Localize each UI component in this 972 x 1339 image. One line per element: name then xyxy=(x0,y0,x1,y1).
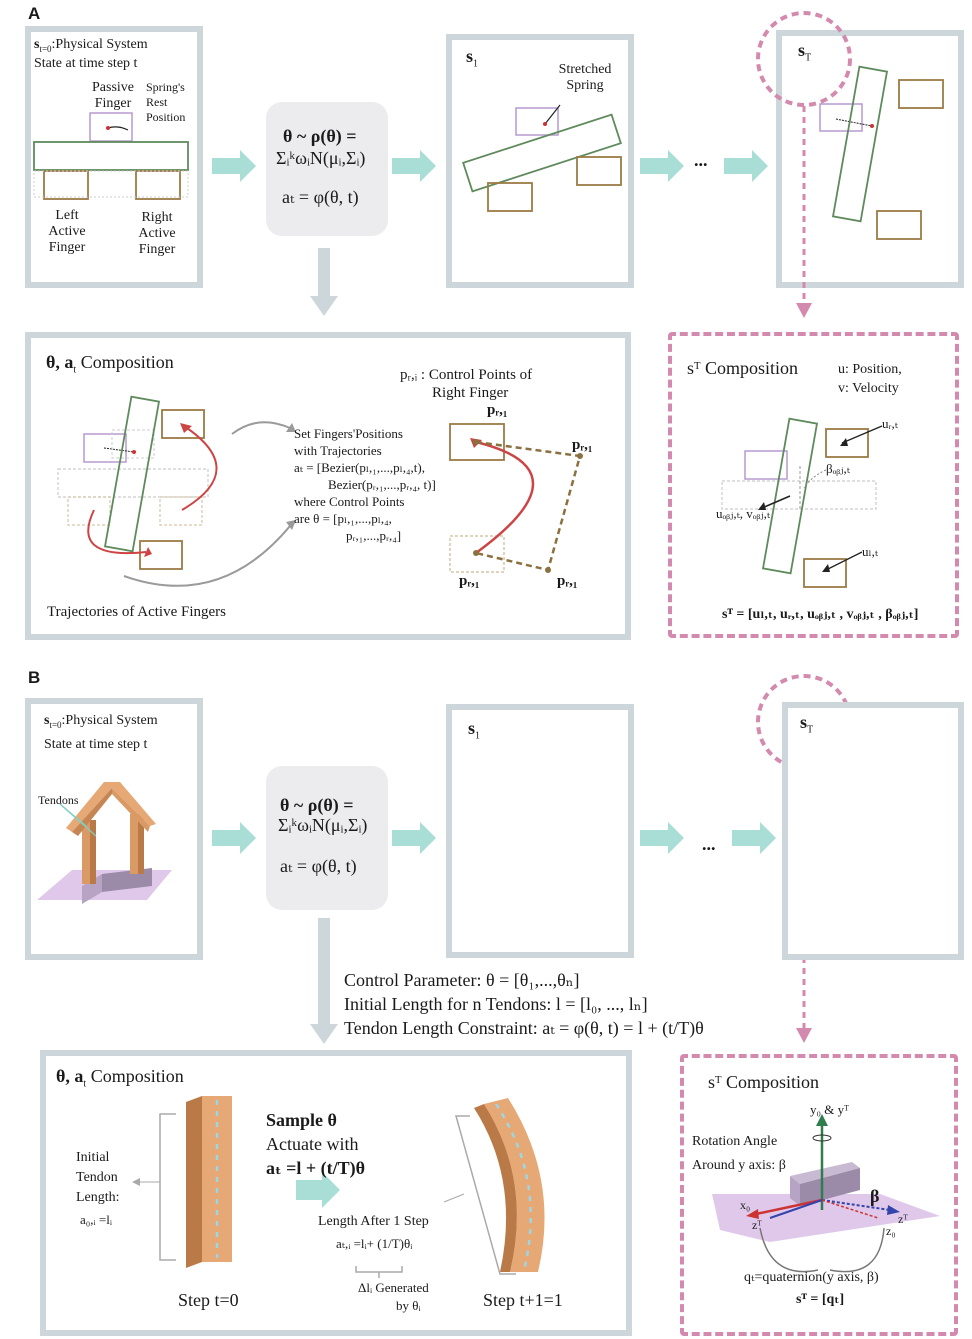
initial-label-1: Initial xyxy=(76,1150,110,1165)
length-after-formula: aₜ,ᵢ =lᵢ+ (1/T)θᵢ xyxy=(336,1236,413,1251)
state-0-panel-a xyxy=(25,26,203,288)
u-r-t-label: uᵣ,ₜ xyxy=(882,416,898,431)
state-1-title-a: s1 xyxy=(466,46,479,70)
state-T-title-a: sT xyxy=(798,40,812,64)
v-legend: v: Velocity xyxy=(838,381,899,396)
passive-finger-label: Passive Finger xyxy=(92,80,134,111)
cp-label-4: pᵣ,₁ xyxy=(557,573,578,589)
sT-composition-title-b: sᵀ Composition xyxy=(708,1072,820,1092)
theta-desc-4: Bezier(pᵣ,₁,...,pᵣ,₄, t)] xyxy=(328,477,436,492)
step-1-label: Step t+1=1 xyxy=(483,1290,563,1310)
state-1-panel-a xyxy=(446,34,634,288)
state-1-title-b: s1 xyxy=(468,718,481,742)
policy-box-b xyxy=(266,766,388,910)
state-T-panel-a xyxy=(776,30,964,288)
ellipsis-b: ... xyxy=(702,834,716,854)
theta-desc-2: with Trajectories xyxy=(294,443,382,458)
right-active-finger-label: Right Active Finger xyxy=(138,210,176,257)
sT-formula-b: sᵀ = [qₜ] xyxy=(796,1292,845,1307)
actuation-formula: aₜ =l + (t/T)θ xyxy=(266,1158,366,1178)
sT-formula-a: sᵀ = [uₗ,ₜ, uᵣ,ₜ, uₒᵦⱼ,ₜ , vₒᵦⱼ,ₜ , βₒᵦⱼ… xyxy=(722,607,919,622)
step-0-label: Step t=0 xyxy=(178,1290,239,1310)
zT-label-left: zᵀ xyxy=(752,1218,762,1232)
spring-rest-label: Spring's Rest Position xyxy=(146,80,186,124)
theta-composition-panel-a xyxy=(25,332,631,640)
x0-label: x₀ xyxy=(740,1198,751,1212)
actuate-with: Actuate with xyxy=(266,1134,359,1154)
beta-obj-label: βₒᵦⱼ,ₜ xyxy=(826,461,850,476)
control-points-title2: Right Finger xyxy=(432,385,509,401)
policy-box-a xyxy=(266,102,388,236)
theta-desc-5: where Control Points xyxy=(294,494,405,509)
tendons-label: Tendons xyxy=(38,793,79,807)
object-bar xyxy=(33,141,189,171)
section-a-label: A xyxy=(28,4,41,23)
rotation-label-1: Rotation Angle xyxy=(692,1134,778,1149)
state-0-title-a: st=0:Physical System xyxy=(34,37,148,54)
policy-a-line2: ΣᵢᵏωᵢN(μᵢ,Σᵢ) xyxy=(276,148,366,168)
stretched-spring-label: Stretched Spring xyxy=(558,62,612,93)
sT-composition-title-a: sᵀ Composition xyxy=(687,358,799,378)
zT-label-right: zᵀ xyxy=(898,1212,908,1226)
rotation-label-2: Around y axis: β xyxy=(692,1158,786,1173)
u-l-t-label: uₗ,ₜ xyxy=(862,544,879,559)
state-0-subtitle-b: State at time step t xyxy=(44,737,148,752)
u-obj-label: uₒᵦⱼ,ₜ, vₒᵦⱼ,ₜ xyxy=(716,506,771,521)
initial-formula: a₀,ᵢ =lᵢ xyxy=(80,1212,112,1227)
policy-a-line1: θ ~ ρ(θ) = xyxy=(283,126,357,146)
state-T-panel-b xyxy=(782,702,964,960)
state-0-panel-b xyxy=(25,698,203,960)
theta-desc-3: aₜ = [Bezier(pₗ,₁,...,pₗ,₄,t), xyxy=(294,460,425,475)
cp-label-1: pᵣ,₁ xyxy=(487,402,508,418)
policy-a-line3: aₜ = φ(θ, t) xyxy=(282,187,359,207)
state-T-title-b: sT xyxy=(800,712,814,736)
cp-label-2: pᵣ,₁ xyxy=(572,437,593,453)
policy-b-line1: θ ~ ρ(θ) = xyxy=(280,795,354,815)
params-line2: Initial Length for n Tendons: l = [l₀, .… xyxy=(344,994,648,1014)
control-points-title: pᵣ,ᵢ : Control Points of xyxy=(400,367,533,383)
theta-composition-title-b: θ, at Composition xyxy=(56,1066,184,1090)
delta-label: Δlᵢ Generated xyxy=(358,1280,429,1295)
theta-composition-title-a: θ, at Composition xyxy=(46,352,174,376)
initial-label-2: Tendon xyxy=(76,1170,118,1185)
sample-theta: Sample θ xyxy=(266,1110,337,1130)
params-line3: Tendon Length Constraint: aₜ = φ(θ, t) =… xyxy=(344,1018,704,1038)
z0-label: z₀ xyxy=(886,1224,896,1238)
section-b-label: B xyxy=(28,668,41,687)
beta-label-b: β xyxy=(870,1186,880,1206)
theta-desc-6: are θ = [pₗ,₁,...,pₗ,₄, xyxy=(294,511,392,526)
params-line1: Control Parameter: θ = [θ₁,...,θₙ] xyxy=(344,970,580,990)
trajectories-label: Trajectories of Active Fingers xyxy=(47,604,226,620)
initial-label-3: Length: xyxy=(76,1190,120,1205)
left-active-finger-label: Left Active Finger xyxy=(48,208,86,255)
theta-desc-1: Set Fingers'Positions xyxy=(294,426,403,441)
u-legend: u: Position, xyxy=(838,362,902,377)
policy-b-line3: aₜ = φ(θ, t) xyxy=(280,856,357,876)
length-after-label: Length After 1 Step xyxy=(318,1214,429,1229)
theta-desc-7: pᵣ,₁,...,pᵣ,₄] xyxy=(346,528,402,543)
delta-label-2: by θᵢ xyxy=(396,1298,421,1313)
quaternion-formula: qₜ=quaternion(y axis, β) xyxy=(744,1270,879,1285)
ellipsis-a: ... xyxy=(694,150,708,170)
state-0-subtitle-a: State at time step t xyxy=(34,56,138,71)
passive-finger-box xyxy=(89,112,133,142)
y-axis-label: y₀ & yᵀ xyxy=(810,1102,849,1117)
state-0-title-b: st=0:Physical System xyxy=(44,713,158,730)
policy-b-line2: ΣᵢᵏωᵢN(μᵢ,Σᵢ) xyxy=(278,815,368,835)
state-1-panel-b xyxy=(446,704,634,958)
cp-label-3: pᵣ,₁ xyxy=(459,573,480,589)
